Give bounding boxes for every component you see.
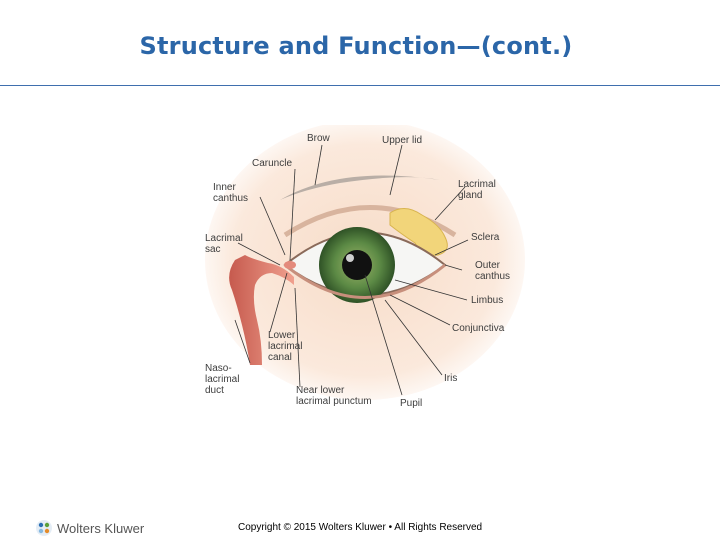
title-divider (0, 85, 720, 86)
pupil (342, 250, 372, 280)
logo-mark-icon (36, 520, 52, 536)
caruncle (284, 261, 296, 269)
eye-anatomy-diagram: Brow Upper lid Caruncle Inner canthus La… (190, 125, 530, 415)
brand-name: Wolters Kluwer (57, 520, 145, 536)
label-lacrimal-gland: Lacrimal gland (458, 179, 496, 201)
leader-lines (234, 144, 469, 396)
label-sclera: Sclera (471, 232, 500, 243)
label-conjunctiva: Conjunctiva (452, 323, 505, 334)
eye-illustration (205, 125, 525, 400)
label-lacrimal-sac: Lacrimal sac (205, 233, 243, 255)
copyright-notice: Copyright © 2015 Wolters Kluwer • All Ri… (238, 522, 483, 533)
label-brow: Brow (307, 133, 330, 144)
lower-lid (284, 263, 446, 299)
slide-title: Structure and Function—(cont.) (139, 32, 573, 60)
brow-shape (280, 175, 440, 200)
label-limbus: Limbus (471, 295, 504, 306)
label-nasolacrimal-duct: Naso- lacrimal duct (205, 363, 240, 396)
nasolacrimal-duct (229, 255, 294, 365)
label-pupil: Pupil (400, 398, 423, 409)
label-outer-canthus: Outer canthus (475, 260, 511, 282)
label-caruncle: Caruncle (252, 158, 293, 169)
label-near-lower-lacrimal-punctum: Near lower lacrimal punctum (296, 385, 372, 407)
label-inner-canthus: Inner canthus (213, 182, 249, 204)
label-lower-lacrimal-canal: Lower lacrimal canal (268, 330, 303, 363)
wolters-kluwer-logo: Wolters Kluwer (35, 519, 144, 537)
label-iris: Iris (444, 373, 458, 384)
pupil-highlight (346, 254, 354, 262)
label-upper-lid: Upper lid (382, 135, 423, 146)
